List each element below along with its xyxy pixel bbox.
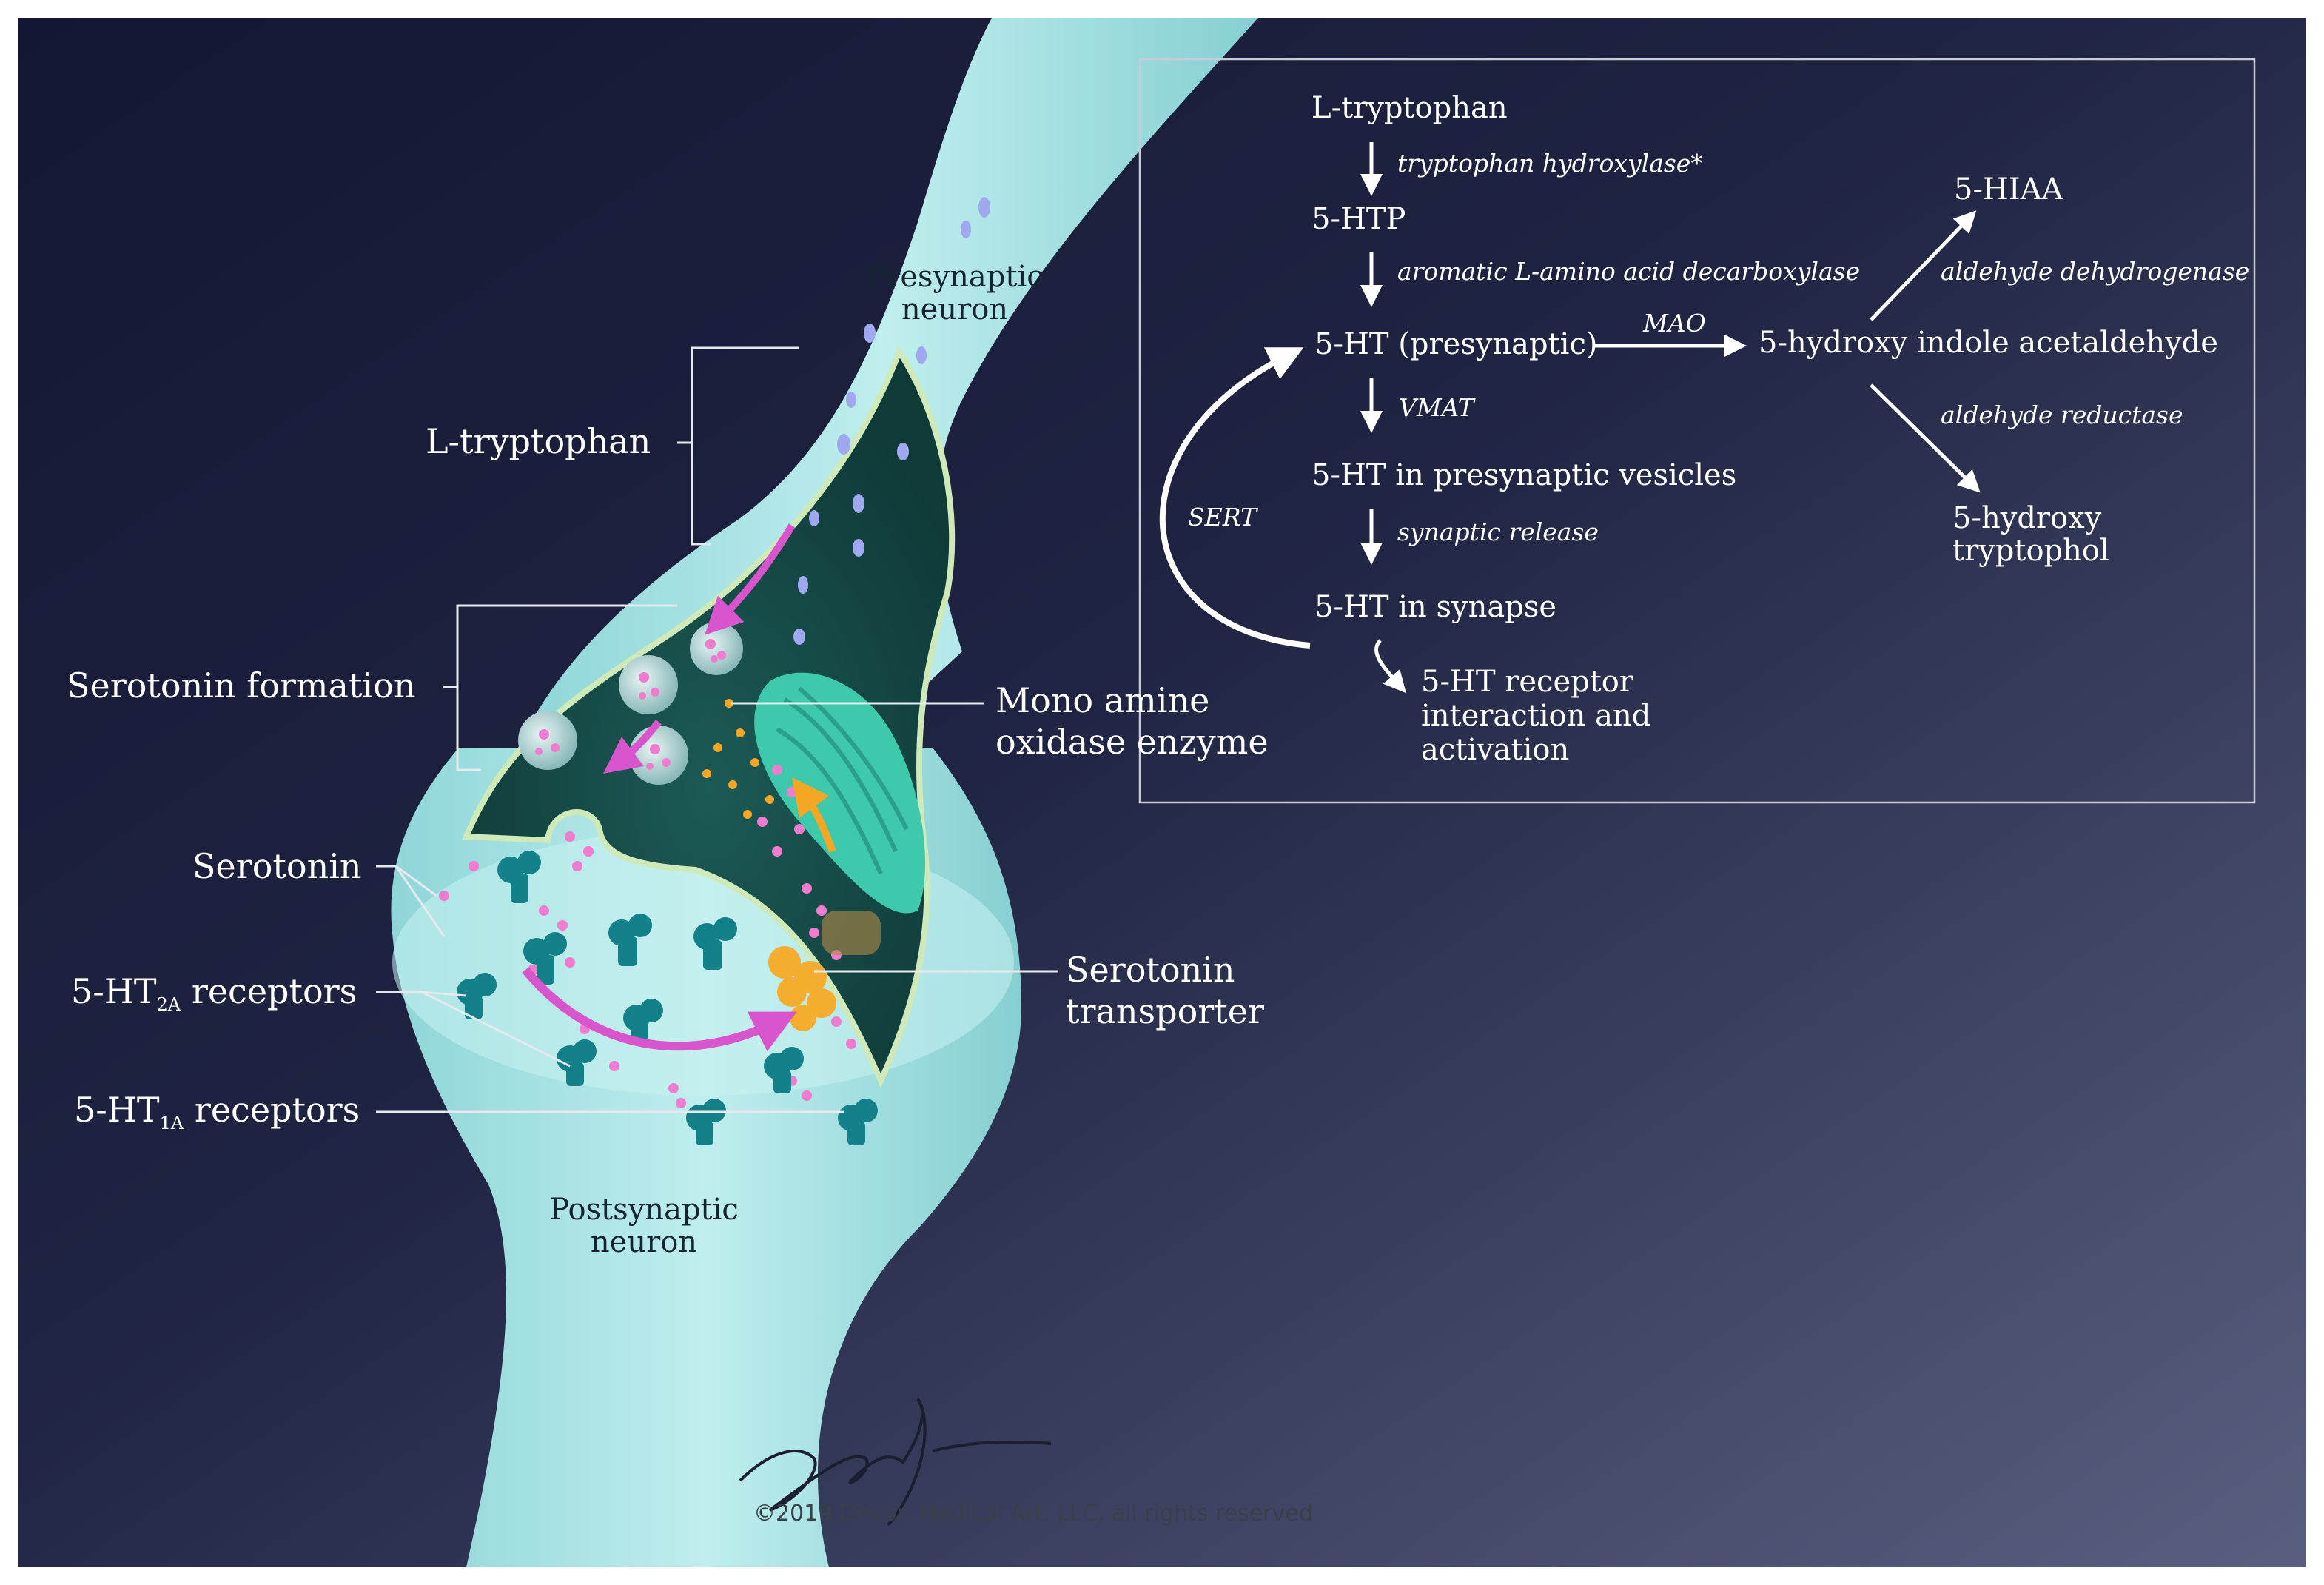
pathway-5hiaa: 5-HIAA <box>1954 172 2063 207</box>
pathway-arrows <box>1159 142 1981 694</box>
label-serotonin-formation: Serotonin formation <box>67 666 416 706</box>
label-5ht2a-receptors: 5-HT2A receptors <box>71 971 357 1013</box>
pathway-box <box>1138 58 2256 804</box>
label-presynaptic-line2: neuron <box>901 292 1009 326</box>
pathway-vesicles: 5-HT in presynaptic vesicles <box>1312 458 1737 492</box>
mao-enzyme-molecules <box>702 699 774 819</box>
label-postsynaptic-line1: Postsynaptic <box>549 1193 739 1227</box>
vesicle-transport-arrow <box>603 719 662 774</box>
label-5ht1a-subscript: 1A <box>159 1113 184 1133</box>
pathway-receptor-line3: activation <box>1421 733 1570 767</box>
reuptake-arrow <box>522 967 797 1052</box>
label-postsynaptic-neuron: Postsynaptic neuron <box>533 1193 755 1259</box>
leader-lines <box>376 346 1058 1113</box>
mao-action-arrow <box>792 777 836 853</box>
pathway-sert: SERT <box>1188 503 1257 532</box>
pathway-receptor-line1: 5-HT receptor <box>1421 665 1633 699</box>
label-l-tryptophan: L-tryptophan <box>426 421 651 461</box>
synaptic-vesicles <box>518 622 743 785</box>
pathway-receptor-activation: 5-HT receptor interaction and activation <box>1421 665 1650 767</box>
pathway-synaptic-release: synaptic release <box>1397 517 1599 546</box>
label-mao-line1: Mono amine <box>995 680 1210 720</box>
pathway-l-tryptophan: L-tryptophan <box>1312 91 1508 125</box>
label-5ht1a-receptors: 5-HT1A receptors <box>74 1090 360 1132</box>
label-mao-enzyme: Mono amine oxidase enzyme <box>995 680 1269 763</box>
pathway-aldehyde-reductase: aldehyde reductase <box>1941 401 2183 429</box>
tryptophan-uptake-arrow <box>705 523 796 635</box>
label-5ht2a-suffix: receptors <box>181 971 357 1011</box>
pathway-5htp: 5-HTP <box>1312 202 1406 236</box>
label-mao-line2: oxidase enzyme <box>995 722 1269 762</box>
pathway-tryptophol: 5-hydroxy tryptophol <box>1952 502 2109 567</box>
label-serotonin: Serotonin <box>192 846 362 886</box>
background-panel <box>18 18 2306 1567</box>
pathway-tryptophol-line1: 5-hydroxy <box>1952 501 2102 535</box>
artist-signature <box>739 1398 1052 1527</box>
label-5ht2a-prefix: 5-HT <box>71 971 157 1011</box>
pathway-receptor-line2: interaction and <box>1421 699 1651 733</box>
pathway-vmat: VMAT <box>1399 393 1474 422</box>
presynaptic-terminal-interior <box>462 345 956 1088</box>
label-serotonin-transporter: Serotonin transporter <box>1066 949 1264 1032</box>
tryptophan-molecules <box>793 197 990 645</box>
pathway-tryptophol-line2: tryptophol <box>1952 534 2109 568</box>
pathway-acetaldehyde: 5-hydroxy indole acetaldehyde <box>1759 326 2218 360</box>
pathway-aldehyde-dehydrogenase: aldehyde dehydrogenase <box>1941 257 2250 286</box>
label-presynaptic-neuron: Presynaptic neuron <box>836 261 1073 326</box>
copyright-notice: ©2019 Devon Medical Art, LLC, all rights… <box>753 1501 1313 1527</box>
label-5ht1a-prefix: 5-HT <box>74 1090 160 1130</box>
pathway-synapse: 5-HT in synapse <box>1314 590 1557 624</box>
serotonin-transporter-protein <box>768 911 881 1031</box>
label-presynaptic-line1: Presynaptic <box>866 260 1044 294</box>
receptors <box>457 851 878 1145</box>
label-transporter-line2: transporter <box>1066 991 1264 1031</box>
label-postsynaptic-line2: neuron <box>590 1225 698 1259</box>
label-transporter-line1: Serotonin <box>1066 950 1235 990</box>
pathway-5ht-presynaptic: 5-HT (presynaptic) <box>1314 327 1598 361</box>
label-5ht2a-subscript: 2A <box>156 994 181 1015</box>
pathway-mao: MAO <box>1643 309 1706 338</box>
pathway-tryptophan-hydroxylase: tryptophan hydroxylase* <box>1397 149 1703 178</box>
pathway-aadc: aromatic L-amino acid decarboxylase <box>1397 257 1861 286</box>
label-5ht1a-suffix: receptors <box>184 1090 360 1130</box>
